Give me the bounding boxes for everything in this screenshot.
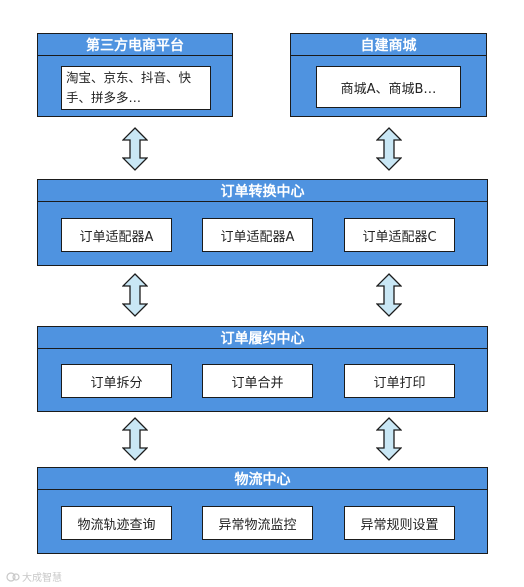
third-party-platform-title: 第三方电商平台 bbox=[38, 34, 232, 56]
order-fulfillment-center-title: 订单履约中心 bbox=[38, 327, 487, 349]
order-adapter-box: 订单适配器A bbox=[202, 218, 313, 252]
watermark: 大成智慧 bbox=[6, 569, 62, 584]
order-split-box: 订单拆分 bbox=[61, 364, 172, 398]
logistics-anomaly-monitor-box: 异常物流监控 bbox=[202, 506, 313, 540]
order-conversion-center-panel: 订单转换中心 订单适配器A 订单适配器A 订单适配器C bbox=[37, 179, 488, 266]
double-arrow-icon bbox=[376, 417, 402, 461]
order-adapter-box: 订单适配器C bbox=[344, 218, 455, 252]
self-built-mall-title: 自建商城 bbox=[291, 34, 486, 56]
watermark-text: 大成智慧 bbox=[22, 573, 62, 584]
order-merge-box: 订单合并 bbox=[202, 364, 313, 398]
double-arrow-icon bbox=[376, 127, 402, 171]
double-arrow-icon bbox=[122, 417, 148, 461]
logistics-tracking-box: 物流轨迹查询 bbox=[61, 506, 172, 540]
third-party-platform-panel: 第三方电商平台 淘宝、京东、抖音、快手、拼多多… bbox=[37, 33, 233, 117]
double-arrow-icon bbox=[376, 273, 402, 317]
third-party-platform-list: 淘宝、京东、抖音、快手、拼多多… bbox=[61, 66, 211, 110]
logistics-center-panel: 物流中心 物流轨迹查询 异常物流监控 异常规则设置 bbox=[37, 467, 488, 554]
anomaly-rule-settings-box: 异常规则设置 bbox=[344, 506, 455, 540]
double-arrow-icon bbox=[122, 127, 148, 171]
watermark-logo-icon bbox=[6, 571, 20, 582]
order-print-box: 订单打印 bbox=[344, 364, 455, 398]
order-conversion-center-title: 订单转换中心 bbox=[38, 180, 487, 202]
double-arrow-icon bbox=[122, 273, 148, 317]
order-fulfillment-center-panel: 订单履约中心 订单拆分 订单合并 订单打印 bbox=[37, 326, 488, 412]
logistics-center-title: 物流中心 bbox=[38, 468, 487, 490]
self-built-mall-panel: 自建商城 商城A、商城B… bbox=[290, 33, 487, 117]
self-built-mall-list: 商城A、商城B… bbox=[316, 66, 461, 108]
order-adapter-box: 订单适配器A bbox=[61, 218, 172, 252]
